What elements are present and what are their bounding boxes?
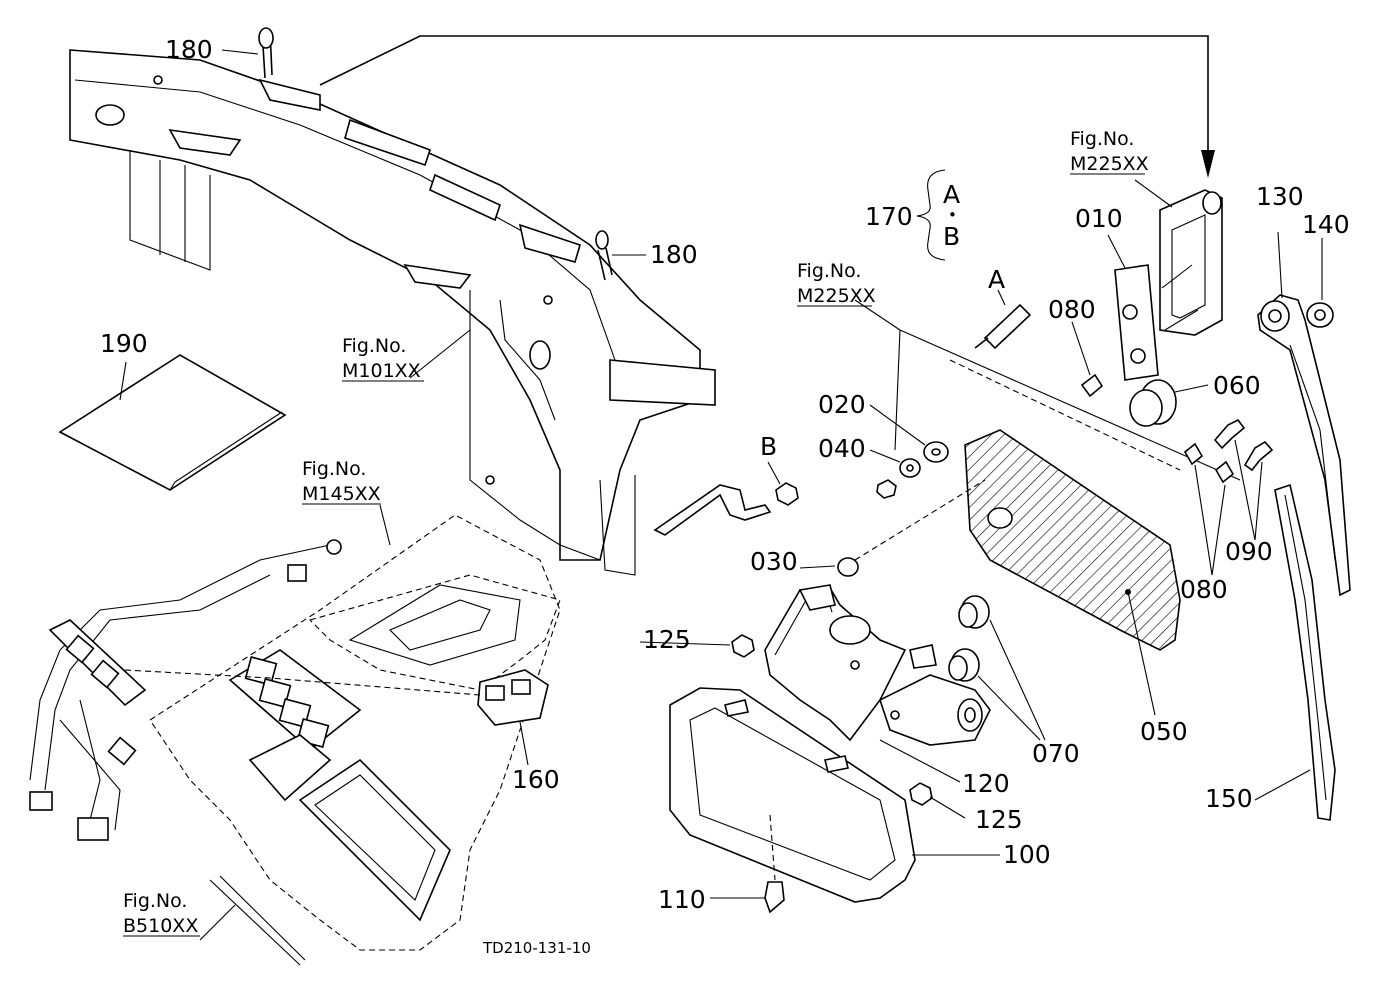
label-050: 050 (1140, 717, 1188, 746)
leader-lines (199, 329, 966, 941)
roof-frame (69, 49, 716, 576)
nut-125-left (731, 634, 755, 658)
nut-b (653, 461, 799, 536)
switch-cluster (228, 649, 451, 922)
fig-ref-m225-mid-title: Fig.No. (797, 260, 861, 282)
fig-ref-m145-title: Fig.No. (302, 458, 366, 480)
washer-040 (869, 449, 921, 478)
nut-140 (1306, 238, 1334, 328)
selector-dot: • (948, 206, 957, 224)
wiper-arm-130 (1257, 231, 1351, 597)
label-180-right: 180 (650, 240, 698, 269)
fig-ref-m145-code: M145XX (302, 483, 381, 505)
wire-harness (29, 539, 342, 841)
spacer-030 (837, 479, 986, 577)
fig-ref-m225-right-title: Fig.No. (1070, 128, 1134, 150)
glass-panel-outline (854, 299, 1241, 481)
label-090: 090 (1225, 537, 1273, 566)
dashboard-panel (29, 514, 561, 966)
selector-b: B (943, 222, 960, 251)
nut-upper (876, 479, 897, 499)
fig-ref-m225-mid-code: M225XX (797, 285, 876, 307)
label-060: 060 (1213, 371, 1261, 400)
wiper-motor-120 (764, 584, 991, 746)
screw-110 (710, 881, 785, 914)
pin-a (974, 289, 1032, 350)
label-arrow-a: A (988, 265, 1005, 294)
screw-090 (1213, 418, 1274, 541)
label-125-left: 125 (643, 625, 691, 654)
fig-ref-m101-title: Fig.No. (342, 335, 406, 357)
label-100: 100 (1003, 840, 1051, 869)
label-120: 120 (962, 769, 1010, 798)
washer-020 (869, 404, 949, 463)
label-020: 020 (818, 390, 866, 419)
label-160: 160 (512, 765, 560, 794)
grommet-060 (1129, 379, 1209, 427)
label-110: 110 (658, 885, 706, 914)
label-030: 030 (750, 547, 798, 576)
cotter-pin-180-top (221, 27, 274, 79)
label-190: 190 (100, 329, 148, 358)
cover-plate-050 (964, 429, 1181, 716)
reference-arrow-line (319, 35, 1209, 160)
spacer-080-lower (1183, 442, 1235, 576)
label-150: 150 (1205, 784, 1253, 813)
drawing-code: TD210-131-10 (482, 939, 591, 957)
label-080-lower: 080 (1180, 575, 1228, 604)
plate-010 (1107, 234, 1159, 381)
part-labels: 180 180 190 170 A • B 010 130 140 A 080 … (100, 35, 1350, 914)
fig-ref-b510-title: Fig.No. (123, 890, 187, 912)
selector-a: A (943, 180, 960, 209)
fig-ref-m225-right-code: M225XX (1070, 153, 1149, 175)
figure-references: Fig.No. M225XX Fig.No. M225XX Fig.No. M1… (123, 128, 1149, 937)
label-130: 130 (1256, 182, 1304, 211)
nut-125-right (909, 782, 933, 806)
label-070: 070 (1032, 739, 1080, 768)
label-040: 040 (818, 434, 866, 463)
reference-arrowhead (1201, 150, 1215, 178)
label-140: 140 (1302, 210, 1350, 239)
label-arrow-b: B (760, 432, 777, 461)
label-125-right: 125 (975, 805, 1023, 834)
wiper-blade-150 (1254, 483, 1336, 821)
label-170: 170 (865, 202, 913, 231)
switch-160 (124, 669, 549, 766)
label-080-upper: 080 (1048, 295, 1096, 324)
motor-cover-100 (669, 687, 1000, 903)
mount-070-lower (948, 648, 980, 682)
selector-170 (916, 169, 946, 261)
mount-070-upper (958, 595, 990, 629)
cotter-pin-180-right (595, 230, 646, 281)
fig-ref-m101-code: M101XX (342, 360, 421, 382)
label-010: 010 (1075, 204, 1123, 233)
bracket (1134, 179, 1223, 336)
label-180-top: 180 (165, 35, 213, 64)
fig-ref-b510-code: B510XX (123, 915, 198, 937)
leader-070 (977, 619, 1046, 741)
operator-manual-190 (58, 354, 287, 491)
bushing-080-upper (1071, 321, 1104, 398)
